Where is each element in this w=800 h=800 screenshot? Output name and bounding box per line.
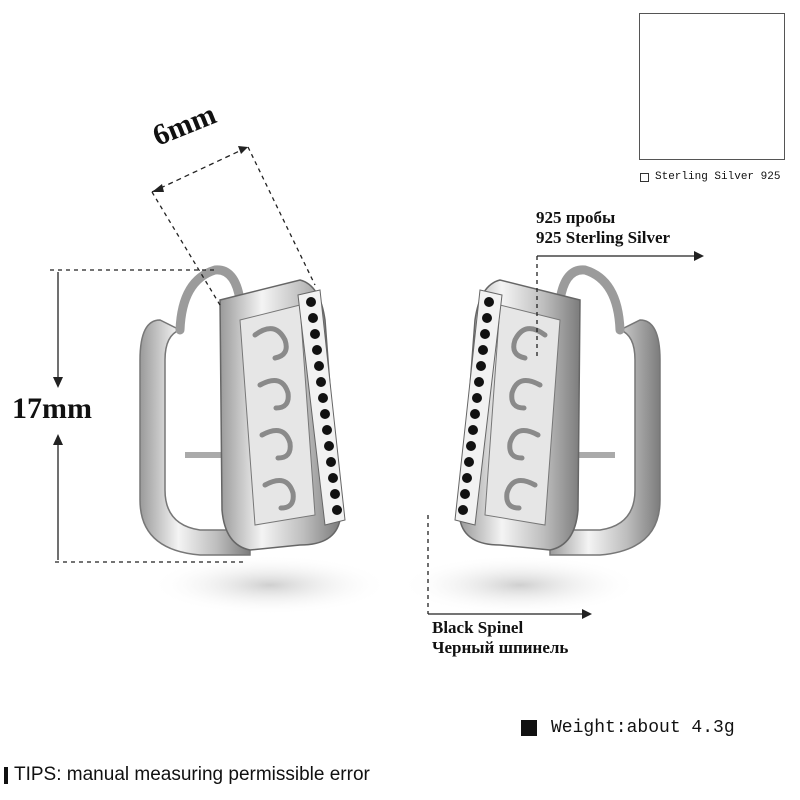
spinel-callout-line2: Черный шпинель (432, 638, 569, 657)
silver-callout-line2: 925 Sterling Silver (536, 228, 671, 247)
weight-info: Weight:about 4.3g (521, 718, 735, 738)
silver-callout: 925 пробы 925 Sterling Silver (536, 208, 670, 248)
spinel-callout-line (427, 515, 592, 619)
silver-callout-line1: 925 пробы (536, 208, 616, 227)
left-earring-shadow (150, 555, 390, 615)
tips-info: TIPS: manual measuring permissible error (4, 764, 370, 786)
right-earring (454, 265, 661, 556)
left-earring (139, 265, 346, 556)
right-earring-shadow (400, 555, 640, 615)
weight-text: Weight:about 4.3g (551, 718, 735, 738)
bar-bullet-icon (4, 766, 8, 784)
tips-text: TIPS: manual measuring permissible error (14, 764, 370, 785)
spinel-callout-line1: Black Spinel (432, 618, 524, 637)
thumbnail-caption[interactable]: Sterling Silver 925 (640, 171, 780, 183)
square-bullet-icon (521, 720, 537, 736)
thumbnail-frame[interactable] (639, 13, 785, 160)
spinel-callout: Black Spinel Черный шпинель (432, 618, 568, 658)
silver-callout-line (536, 251, 704, 360)
thumbnail-caption-text: Sterling Silver 925 (655, 171, 781, 183)
checkbox-icon[interactable] (640, 172, 649, 182)
width-dimension-lines (151, 146, 316, 306)
height-dimension-label: 17mm (12, 392, 92, 425)
height-dimension-lines (50, 269, 245, 563)
